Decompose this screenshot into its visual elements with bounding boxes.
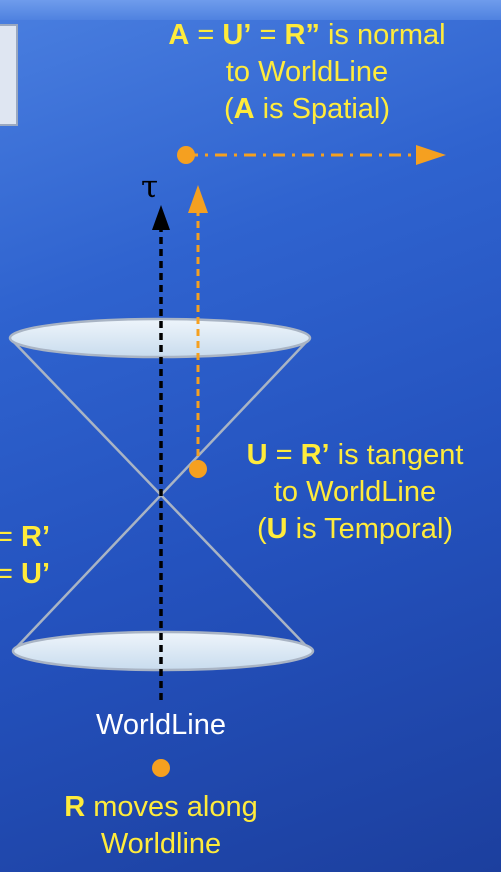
symbol-r: R bbox=[64, 791, 85, 823]
symbol-r-prime: R’ bbox=[21, 521, 50, 553]
position-label-line2: Worldline bbox=[21, 827, 301, 861]
velocity-text: is tangent bbox=[330, 439, 464, 471]
equals-sign: = bbox=[268, 439, 301, 471]
position-dot-icon bbox=[152, 759, 170, 777]
worldline bbox=[152, 205, 170, 700]
paren-open: ( bbox=[224, 93, 234, 125]
position-text: moves along bbox=[85, 791, 258, 823]
past-cone-ellipse bbox=[13, 632, 313, 670]
symbol-a: A bbox=[234, 93, 255, 125]
acceleration-label-line3: (A is Spatial) bbox=[122, 92, 492, 126]
equals-sign: = bbox=[189, 19, 222, 51]
tau-label: τ bbox=[141, 170, 158, 204]
position-label-line1: R moves along bbox=[21, 790, 301, 824]
symbol-r-double-prime: R” bbox=[284, 19, 319, 51]
velocity-label-line1: U = R’ is tangent bbox=[205, 438, 501, 472]
partial-label-line2: = U’ bbox=[0, 557, 50, 591]
paren-open: ( bbox=[257, 513, 267, 545]
arrow-up-icon bbox=[152, 205, 170, 230]
symbol-u: U bbox=[247, 439, 268, 471]
acceleration-label-line1: A = U’ = R” is normal bbox=[122, 18, 492, 52]
acceleration-note: is Spatial) bbox=[255, 93, 390, 125]
worldline-label: WorldLine bbox=[61, 708, 261, 742]
velocity-label-line2: to WorldLine bbox=[205, 475, 501, 509]
arrow-up-icon bbox=[188, 185, 208, 213]
velocity-label-line3: (U is Temporal) bbox=[205, 512, 501, 546]
equals-sign: = bbox=[0, 521, 21, 553]
position-dot-icon bbox=[177, 146, 195, 164]
symbol-r-prime: R’ bbox=[301, 439, 330, 471]
acceleration-text: is normal bbox=[320, 19, 446, 51]
velocity-note: is Temporal) bbox=[288, 513, 453, 545]
arrow-right-icon bbox=[416, 145, 446, 165]
equals-sign: = bbox=[0, 558, 21, 590]
symbol-u-prime: U’ bbox=[21, 558, 50, 590]
symbol-u: U bbox=[267, 513, 288, 545]
partial-label-line1: = R’ bbox=[0, 520, 50, 554]
acceleration-vector bbox=[177, 145, 446, 165]
symbol-a: A bbox=[168, 19, 189, 51]
acceleration-label-line2: to WorldLine bbox=[122, 55, 492, 89]
equals-sign: = bbox=[251, 19, 284, 51]
symbol-u-prime: U’ bbox=[222, 19, 251, 51]
